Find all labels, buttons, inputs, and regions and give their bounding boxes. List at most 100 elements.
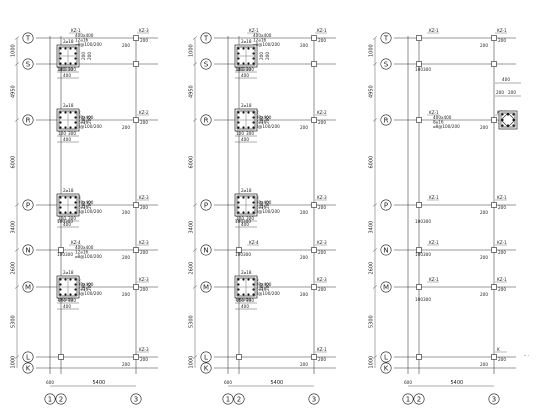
detail-dimension: 400 — [241, 137, 249, 142]
detail-dimension: 100 — [58, 131, 66, 136]
detail-dimension: 100 — [58, 216, 66, 221]
column-dim: 200 — [122, 210, 130, 215]
rebar-dot — [59, 283, 62, 286]
column-tag: KZ-1 — [429, 195, 439, 200]
column-axis3 — [491, 61, 497, 67]
dim-tick — [372, 285, 378, 289]
rebar-dot — [59, 278, 62, 281]
column-spec: 400x400 — [75, 115, 94, 120]
col-dimension: 600 — [46, 380, 54, 385]
detail-column-kz3 — [56, 193, 80, 217]
detail-dimension: 100 — [236, 67, 244, 72]
column-spec: 400x400 — [253, 115, 272, 120]
column-dim: 200 — [498, 250, 506, 255]
offset-note: 100 — [57, 219, 65, 224]
rebar-dot — [74, 47, 77, 50]
detail-dimension: 200 — [87, 283, 92, 291]
dim-tick — [372, 36, 378, 40]
column-axis3 — [311, 202, 317, 208]
column-dim: 200 — [122, 255, 130, 260]
row-dimension: 4950 — [11, 85, 17, 98]
row-dimension: 3400 — [189, 221, 195, 234]
column-tag: KZ-1 — [429, 240, 439, 245]
rebar-dot — [242, 293, 245, 296]
rebar-dot — [252, 283, 255, 286]
rebar-dot — [242, 47, 245, 50]
axis-bubble-label: S — [204, 60, 209, 68]
detail-dimension: 300 — [246, 216, 254, 221]
rebar-dot — [59, 126, 62, 129]
column-dim: 200 — [140, 205, 148, 210]
axis-bubble-label: N — [25, 246, 30, 254]
rebar-dot — [252, 206, 255, 209]
detail-dimension: 200 — [87, 116, 92, 124]
offset-note: 100 — [415, 219, 423, 224]
axis-bubble-label: S — [384, 60, 389, 68]
column-dim: 200 — [122, 125, 130, 130]
rebar-dot — [64, 62, 67, 65]
dim-tick — [14, 62, 20, 66]
axis-bubble-label: P — [384, 201, 388, 209]
column-tag: KZ-1 — [249, 28, 259, 33]
offset-note: 300 — [243, 219, 251, 224]
axis-bubble-label: S — [26, 60, 31, 68]
column-dim: 200 — [318, 287, 326, 292]
column-dim: 200 — [140, 250, 148, 255]
column-tag: KZ-3 — [317, 195, 327, 200]
rebar-dot — [512, 118, 515, 122]
column-dim: 200 — [300, 292, 308, 297]
col-bubble-1: 1 — [44, 393, 56, 405]
rebar-dot — [74, 293, 77, 296]
rebar-note: 2⌀18 — [63, 270, 74, 275]
col-bubble-2: 2 — [233, 393, 245, 405]
dim-tick — [372, 248, 378, 252]
rebar-dot — [237, 211, 240, 214]
column-axis3 — [133, 117, 139, 123]
row-bubble-P: P — [200, 199, 212, 211]
dim-tick — [372, 355, 378, 359]
rebar-dot — [59, 116, 62, 119]
rebar-dot — [247, 211, 250, 214]
rebar-dot — [237, 288, 240, 291]
row-bubble-L: L — [380, 351, 392, 363]
column-axis3 — [311, 284, 317, 290]
rebar-dot — [252, 278, 255, 281]
column-spec: ⌀8@100/200 — [75, 291, 102, 296]
axis-bubble — [200, 351, 212, 363]
column-axis2 — [58, 354, 64, 360]
axis-bubble — [380, 114, 392, 126]
axis-bubble — [222, 393, 234, 405]
dim-tick — [192, 36, 198, 40]
column-tag: KZ-3 — [139, 277, 149, 282]
column-dim: 200 — [140, 287, 148, 292]
axis-bubble — [22, 114, 34, 126]
column-spec: 400x400 — [75, 245, 94, 250]
rebar-dot — [69, 293, 72, 296]
dim-tick — [372, 203, 378, 207]
offset-note: 100 — [415, 252, 423, 257]
row-bubble-P: P — [380, 199, 392, 211]
column-tag: KZ-1 — [429, 277, 439, 282]
detail-dimension: 400 — [63, 304, 71, 309]
rebar-dot — [242, 62, 245, 65]
column-dim: 200 — [480, 362, 488, 367]
axis-bubble — [22, 281, 34, 293]
row-bubble-L: L — [200, 351, 212, 363]
column-tag: KZ-2 — [317, 110, 327, 115]
column-dim: 200 — [480, 125, 488, 130]
column-spec: 400x400 — [75, 33, 94, 38]
column-tag: KZ-1 — [497, 195, 507, 200]
dim-tick — [14, 118, 20, 122]
axis-bubble-label: R — [384, 116, 389, 124]
column-spec: 12⌀16 — [75, 120, 89, 125]
offset-note: 300 — [423, 219, 431, 224]
detail-dimension: 200 — [81, 116, 86, 124]
column-dim: 200 — [480, 43, 488, 48]
column-spec: ⌀8@100/200 — [253, 124, 280, 129]
dim-tick — [192, 355, 198, 359]
rebar-dot — [59, 211, 62, 214]
offset-note: 100 — [235, 297, 243, 302]
rebar-note: 2⌀18 — [241, 103, 252, 108]
rebar-dot — [74, 201, 77, 204]
